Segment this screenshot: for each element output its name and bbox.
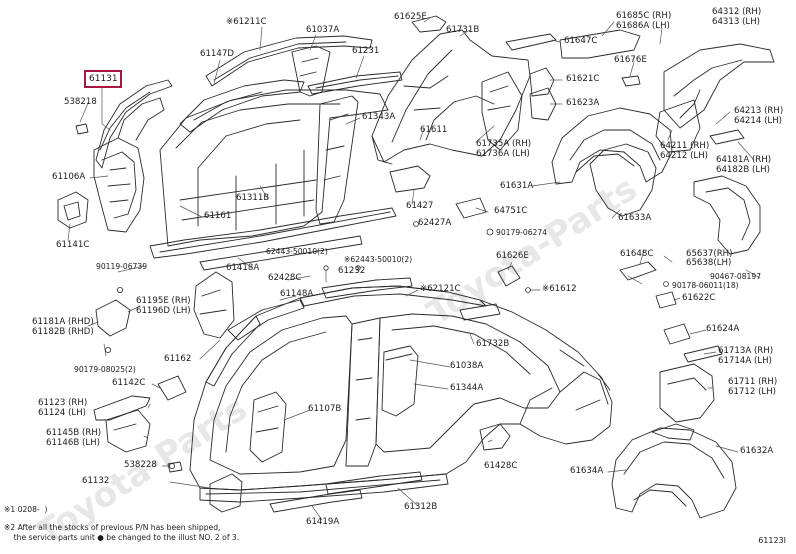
label-61182b[interactable]: 61182B (RHD)	[32, 327, 94, 337]
note-line-3: the service parts unit ● be changed to t…	[4, 533, 240, 542]
label-61232[interactable]: 61232	[338, 266, 366, 276]
highlighted-part-box[interactable]: 61131	[84, 70, 122, 88]
label-61142c[interactable]: 61142C	[112, 378, 146, 388]
label-61632a[interactable]: 61632A	[740, 446, 774, 456]
label-61145b[interactable]: 61145B (RH)	[46, 428, 102, 438]
label-90467-08197[interactable]: 90467-08197	[710, 272, 762, 281]
side-frame-upper	[149, 35, 403, 271]
label-61711[interactable]: 61711 (RH)	[728, 377, 778, 387]
label-62121c[interactable]: ※62121C	[420, 284, 461, 294]
label-61686a[interactable]: 61686A (LH)	[616, 21, 670, 31]
label-61427[interactable]: 61427	[406, 201, 434, 211]
highlighted-part-label: 61131	[89, 74, 118, 84]
label-538228[interactable]: 538228	[124, 460, 157, 470]
label-61123[interactable]: 61123 (RH)	[38, 398, 88, 408]
note-line-1: ※1 0208- )	[4, 505, 48, 514]
diagram-code: 61123I	[758, 536, 786, 545]
label-61714a[interactable]: 61714A (LH)	[718, 356, 772, 366]
label-61311b[interactable]: 61311B	[236, 193, 270, 203]
label-64313[interactable]: 64313 (LH)	[712, 17, 761, 27]
label-61713a[interactable]: 61713A (RH)	[718, 346, 774, 356]
label-64211[interactable]: 64211 (RH)	[660, 141, 710, 151]
lower-left-parts	[93, 271, 423, 513]
label-61712[interactable]: 61712 (LH)	[728, 387, 777, 397]
label-65637[interactable]: 65637(RH)	[686, 249, 733, 259]
label-61623a[interactable]: 61623A	[566, 98, 600, 108]
label-61731b[interactable]: 61731B	[446, 25, 480, 35]
front-pillar-group	[57, 79, 173, 233]
label-61736a[interactable]: 61736A (LH)	[476, 149, 530, 159]
fasteners	[105, 221, 669, 469]
label-64213[interactable]: 64213 (RH)	[734, 106, 784, 116]
note-line-2: ※2 After all the stocks of previous P/N …	[4, 523, 221, 532]
label-61633a[interactable]: 61633A	[618, 213, 652, 223]
label-61181a[interactable]: 61181A (RHD)	[32, 317, 94, 327]
side-outer-panel	[189, 277, 613, 503]
label-61312b[interactable]: 61312B	[404, 502, 438, 512]
label-61419a[interactable]: 61419A	[306, 517, 340, 527]
label-61141c[interactable]: 61141C	[56, 240, 90, 250]
label-61195e[interactable]: 61195E (RH)	[136, 296, 191, 306]
label-61428c[interactable]: 61428C	[484, 461, 518, 471]
label-64312[interactable]: 64312 (RH)	[712, 7, 762, 17]
label-62427a[interactable]: 62427A	[418, 218, 452, 228]
label-61037a[interactable]: 61037A	[306, 25, 340, 35]
label-61344a[interactable]: 61344A	[450, 383, 484, 393]
label-61211c[interactable]: ※61211C	[226, 17, 267, 27]
label-61685c[interactable]: 61685C (RH)	[616, 11, 672, 21]
quarter-inner-group	[371, 15, 775, 309]
label-61231[interactable]: 61231	[352, 46, 380, 56]
label-62443-1[interactable]: 62443-50010(2)	[266, 247, 328, 256]
label-61196d[interactable]: 61196D (LH)	[136, 306, 191, 316]
label-61626e[interactable]: 61626E	[496, 251, 529, 261]
label-538218[interactable]: 538218	[64, 97, 97, 107]
label-61132[interactable]: 61132	[82, 476, 110, 486]
label-61106a[interactable]: 61106A	[52, 172, 86, 182]
leader-lines	[67, 17, 761, 521]
label-61161[interactable]: 61161	[204, 211, 232, 221]
label-61732b[interactable]: 61732B	[476, 339, 510, 349]
label-61647c[interactable]: 61647C	[564, 36, 598, 46]
label-61343a[interactable]: 61343A	[362, 112, 396, 122]
label-61147d[interactable]: 61147D	[200, 49, 234, 59]
label-61148a[interactable]: 61148A	[280, 289, 314, 299]
label-61631a[interactable]: 61631A	[500, 181, 534, 191]
lower-right-parts	[479, 323, 737, 519]
label-61038a[interactable]: 61038A	[450, 361, 484, 371]
label-61612[interactable]: ※61612	[542, 284, 577, 294]
label-61634a[interactable]: 61634A	[570, 466, 604, 476]
label-90179-08025[interactable]: 90179-08025(2)	[74, 365, 136, 374]
label-61162[interactable]: 61162	[164, 354, 192, 364]
label-64181a[interactable]: 64181A (RH)	[716, 155, 772, 165]
label-90179-06274[interactable]: 90179-06274	[496, 228, 548, 237]
label-62428c[interactable]: 62428C	[268, 273, 302, 283]
label-61611[interactable]: 61611	[420, 125, 448, 135]
label-61622c[interactable]: 61622C	[682, 293, 716, 303]
label-64212[interactable]: 64212 (LH)	[660, 151, 709, 161]
label-62443-2[interactable]: ※62443-50010(2)	[344, 255, 413, 264]
label-61124[interactable]: 61124 (LH)	[38, 408, 87, 418]
label-61676e[interactable]: 61676E	[614, 55, 647, 65]
label-61621c[interactable]: 61621C	[566, 74, 600, 84]
label-61648c[interactable]: 61648C	[620, 249, 654, 259]
label-61146b[interactable]: 61146B (LH)	[46, 438, 100, 448]
label-64182b[interactable]: 64182B (LH)	[716, 165, 770, 175]
label-64214[interactable]: 64214 (LH)	[734, 116, 783, 126]
label-61624a[interactable]: 61624A	[706, 324, 740, 334]
label-65638[interactable]: 65638(LH)	[686, 258, 732, 268]
label-64751c[interactable]: 64751C	[494, 206, 528, 216]
label-90178-06011[interactable]: 90178-06011(18)	[672, 281, 739, 290]
label-61735a[interactable]: 61735A (RH)	[476, 139, 532, 149]
label-61418a[interactable]: 61418A	[226, 263, 260, 273]
label-61625e[interactable]: 61625E	[394, 12, 427, 22]
label-90119-06739[interactable]: 90119-06739	[96, 262, 148, 271]
label-61107b[interactable]: 61107B	[308, 404, 342, 414]
